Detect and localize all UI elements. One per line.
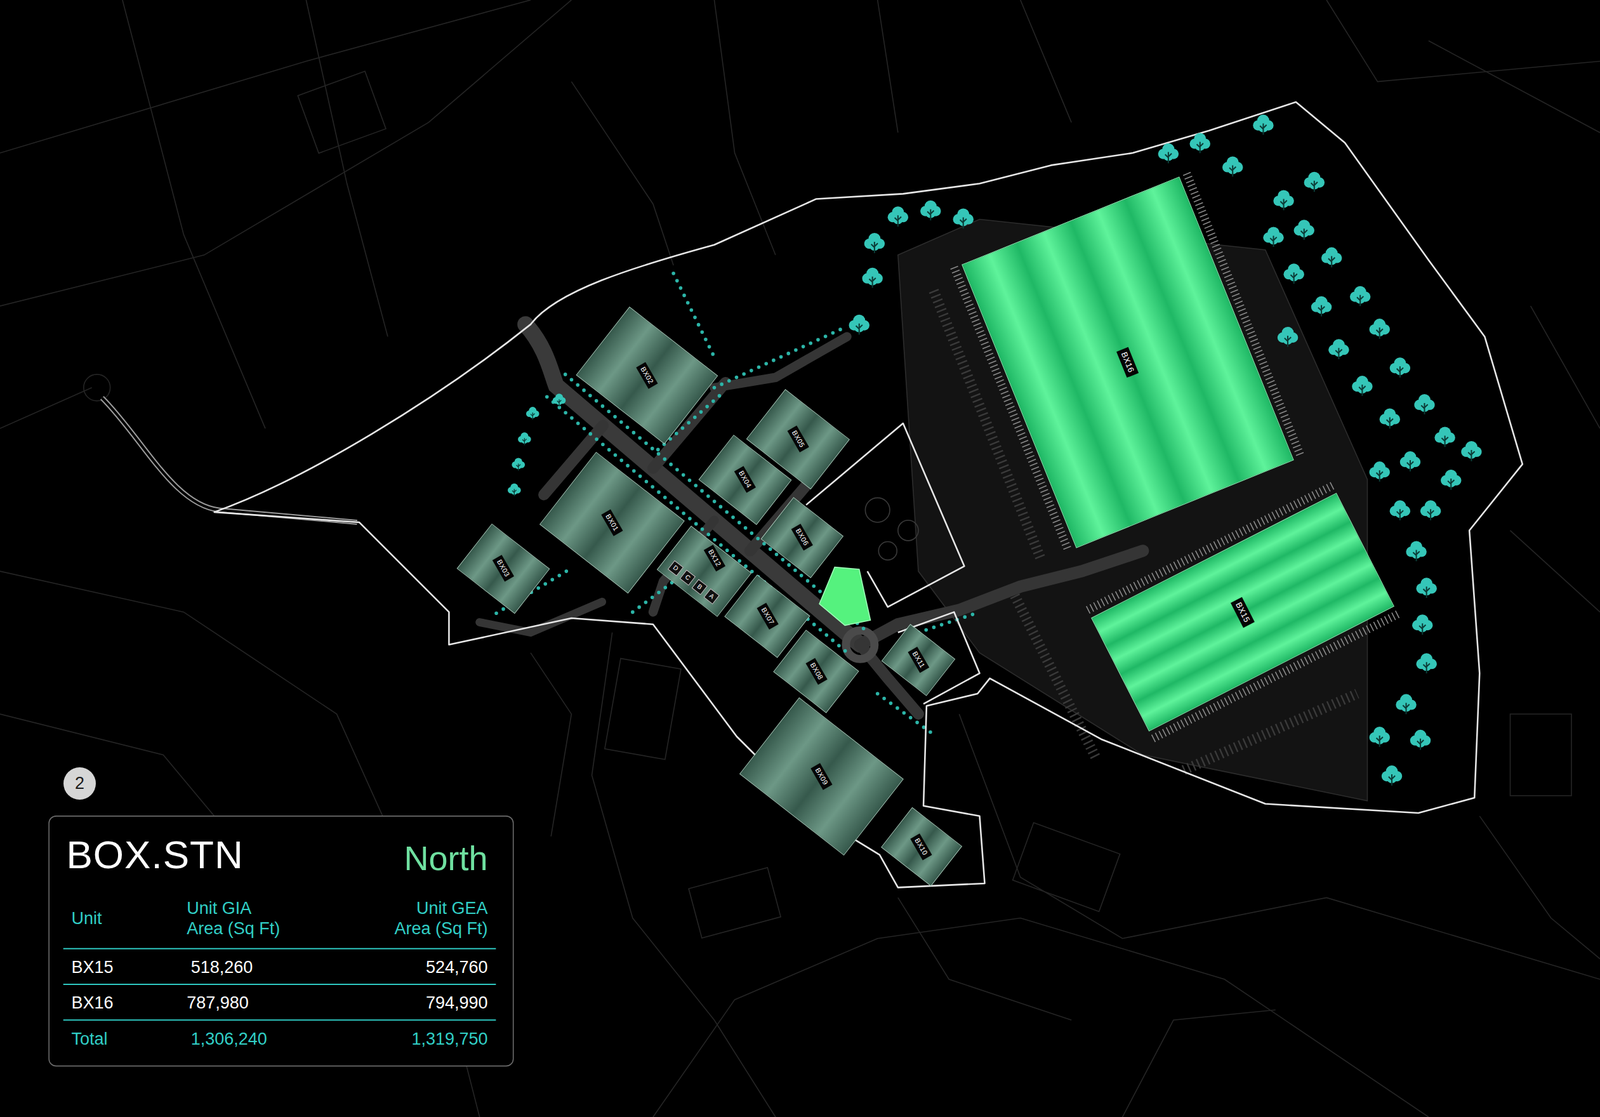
unit-label: BX06	[791, 524, 814, 551]
sub-unit-box: D	[667, 560, 684, 577]
unit-label: BX16	[1116, 347, 1139, 378]
table-cell: 794,990	[425, 992, 489, 1013]
table-cell: Unit GEA Area (Sq Ft)	[389, 898, 489, 940]
table-cell: 524,760	[425, 957, 489, 978]
street-trees	[489, 273, 980, 735]
region-name: North	[403, 837, 488, 880]
sub-unit-letter: C	[684, 573, 692, 582]
callout-number: 2	[74, 774, 85, 793]
sub-unit-box: B	[691, 578, 708, 595]
unit-label: BX02	[635, 362, 658, 390]
table-cell: 1,306,240	[191, 1028, 268, 1050]
sub-unit-letter: D	[672, 564, 680, 572]
table-cell: BX16	[71, 992, 114, 1013]
unit-label: BX01	[601, 509, 623, 536]
unit-label: BX15	[1231, 597, 1255, 628]
table-cell: 518,260	[191, 957, 254, 978]
table-cell: BX15	[71, 957, 114, 978]
parking-bays	[933, 173, 1399, 770]
tree-belt	[507, 114, 1482, 786]
sub-unit-letter: A	[708, 592, 716, 601]
unit-label: BX09	[810, 762, 833, 790]
sub-unit-box: A	[703, 588, 720, 605]
unit-label: BX03	[491, 554, 514, 582]
table-title: BOX.STN	[66, 831, 244, 879]
sub-unit-letter: B	[696, 583, 704, 591]
unit-label: BX07	[756, 602, 779, 630]
unit-label: BX10	[910, 833, 933, 860]
table-cell: 787,980	[186, 992, 249, 1013]
table-cell: Unit	[71, 908, 103, 929]
site-boundary	[214, 102, 1523, 888]
unit-label: BX11	[907, 646, 930, 674]
schedule-panel	[48, 816, 514, 1067]
highlighted-plot	[819, 567, 871, 626]
plant-tanks	[865, 497, 919, 560]
table-cell: Unit GIA Area (Sq Ft)	[186, 898, 286, 940]
unit-label: BX04	[733, 465, 756, 493]
access-road	[102, 397, 358, 523]
table-cell: Total	[71, 1028, 108, 1050]
table-cell: 1,319,750	[411, 1028, 488, 1050]
unit-label: BX05	[786, 425, 809, 452]
sub-unit-box: C	[679, 569, 696, 586]
unit-label: BX08	[805, 658, 827, 685]
